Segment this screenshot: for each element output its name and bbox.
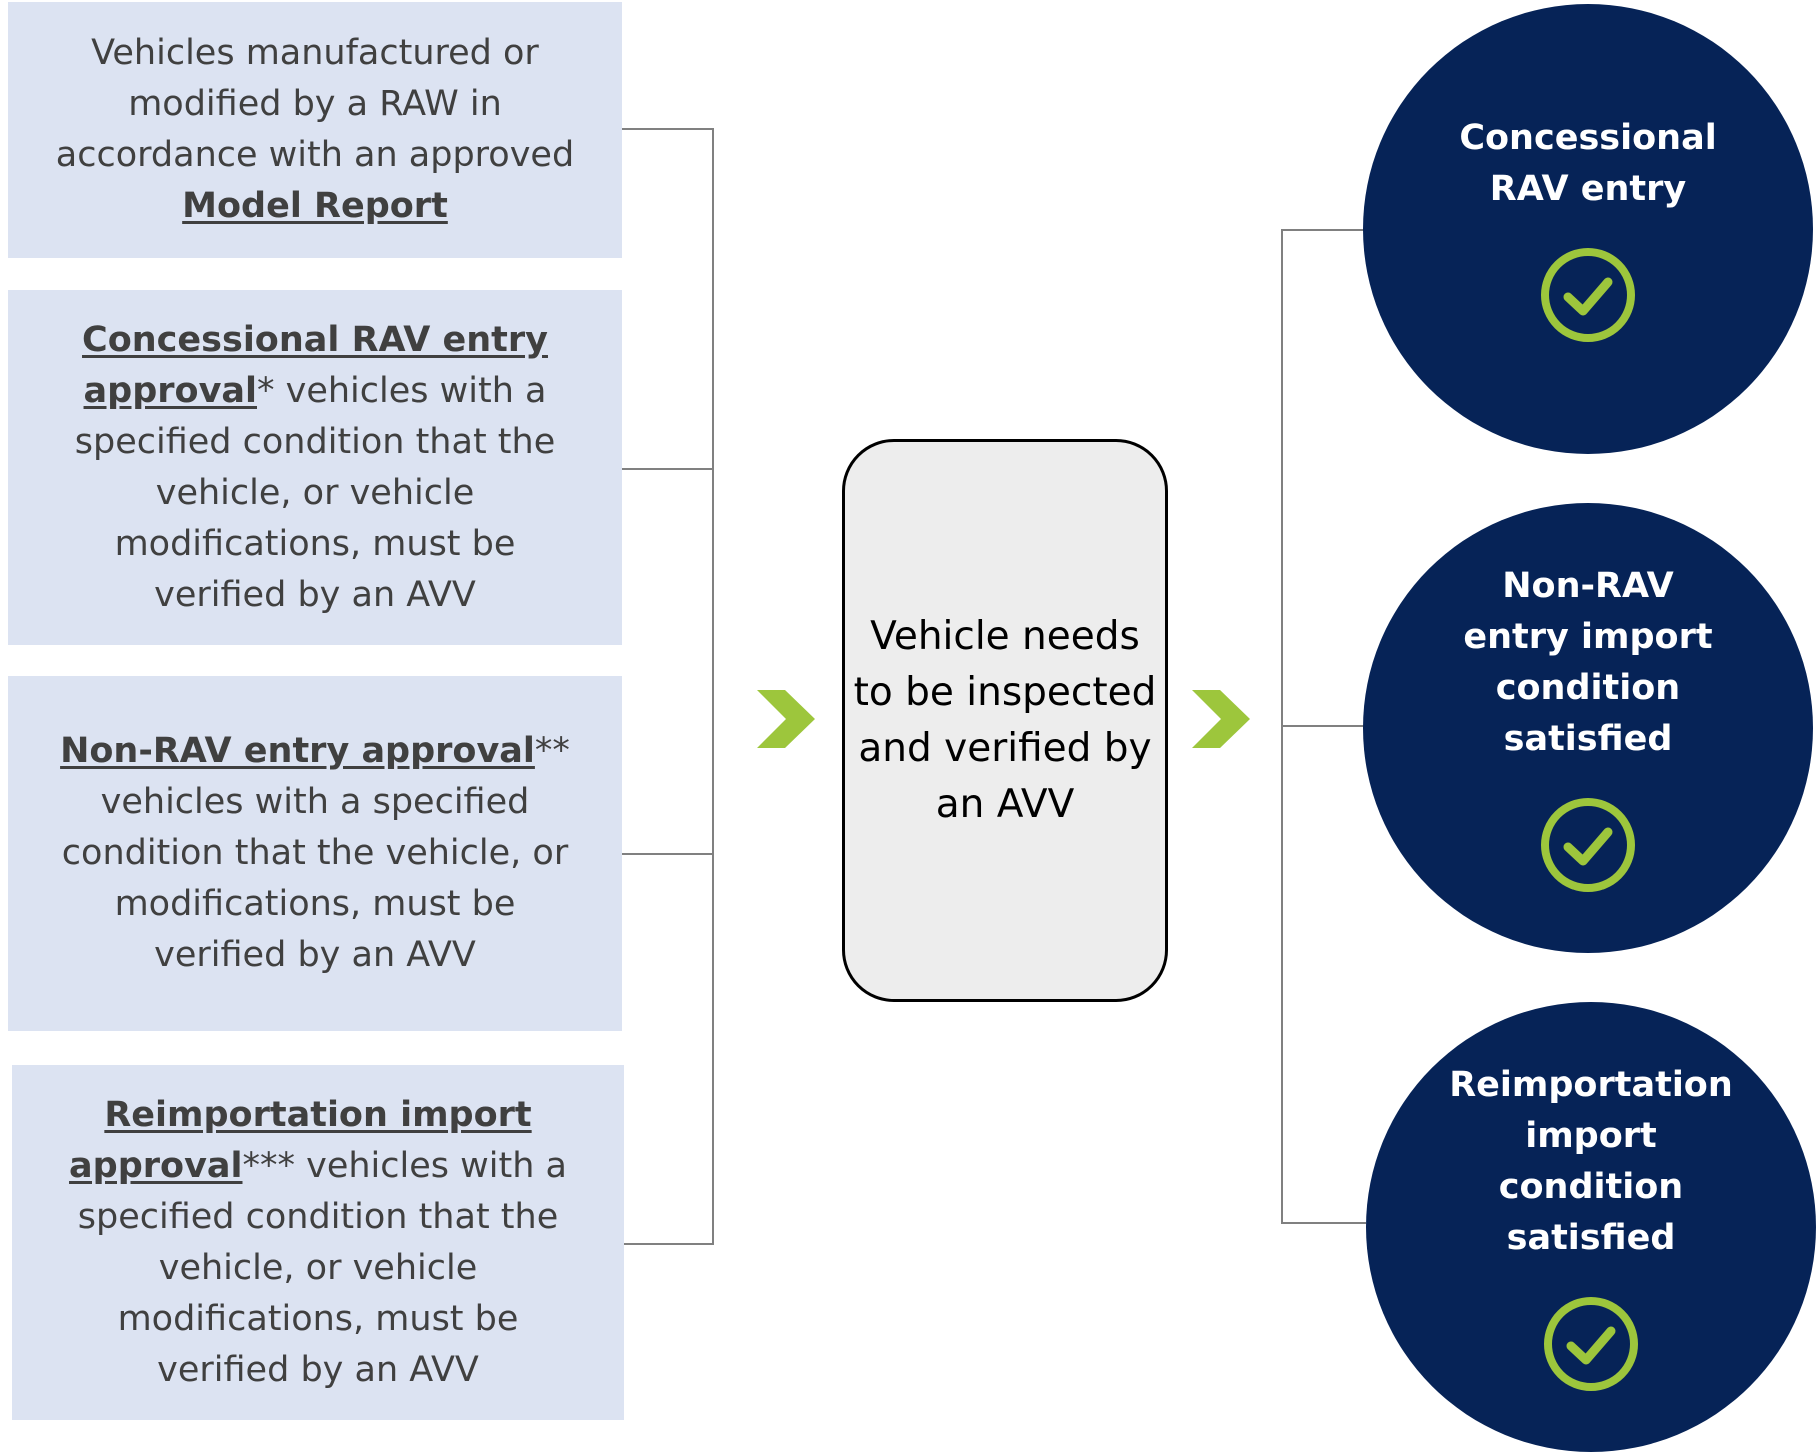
connector-line bbox=[1281, 229, 1366, 231]
outcome-concessional-rav-entry: Concessional RAV entry bbox=[1363, 4, 1813, 454]
connector-line bbox=[622, 468, 714, 470]
check-circle-icon bbox=[1541, 798, 1635, 892]
avv-inspection-text: Vehicle needs to be inspected and verifi… bbox=[853, 613, 1157, 827]
check-circle-icon bbox=[1541, 248, 1635, 342]
model-report-link[interactable]: Model Report bbox=[182, 186, 448, 226]
outcome-non-rav-entry: Non-RAV entry import condition satisfied bbox=[1363, 503, 1813, 953]
connector-line bbox=[624, 1243, 714, 1245]
outcome-label: Concessional RAV entry bbox=[1459, 118, 1717, 209]
source-box-reimportation: Reimportation import approval*** vehicle… bbox=[12, 1065, 624, 1420]
source-text: Vehicles manufactured or modified by a R… bbox=[55, 33, 575, 175]
chevron-right-icon bbox=[1192, 690, 1250, 748]
concessional-rav-entry-approval-link[interactable]: Concessional RAV entry approval bbox=[82, 319, 548, 411]
outcome-reimportation-import: Reimportation import condition satisfied bbox=[1366, 1002, 1816, 1452]
source-box-non-rav: Non-RAV entry approval** vehicles with a… bbox=[8, 676, 622, 1031]
connector-bracket-left bbox=[712, 128, 714, 1245]
connector-line bbox=[1281, 725, 1366, 727]
connector-line bbox=[622, 853, 714, 855]
source-box-model-report: Vehicles manufactured or modified by a R… bbox=[8, 2, 622, 258]
source-text: ** vehicles with a specified condition t… bbox=[61, 731, 570, 975]
source-box-concessional-rav: Concessional RAV entry approval* vehicle… bbox=[8, 290, 622, 645]
non-rav-entry-approval-link[interactable]: Non-RAV entry approval bbox=[60, 731, 535, 771]
avv-inspection-box: Vehicle needs to be inspected and verifi… bbox=[842, 439, 1168, 1002]
outcome-label: Non-RAV entry import condition satisfied bbox=[1463, 566, 1713, 759]
reimportation-import-approval-link[interactable]: Reimportation import approval bbox=[69, 1094, 532, 1186]
check-circle-icon bbox=[1544, 1297, 1638, 1391]
source-text: *** vehicles with a specified condition … bbox=[77, 1145, 567, 1390]
chevron-right-icon bbox=[757, 690, 815, 748]
outcome-label: Reimportation import condition satisfied bbox=[1449, 1065, 1733, 1258]
connector-line bbox=[622, 128, 714, 130]
source-text: * vehicles with a specified condition th… bbox=[74, 370, 556, 615]
connector-line bbox=[1281, 1222, 1366, 1224]
